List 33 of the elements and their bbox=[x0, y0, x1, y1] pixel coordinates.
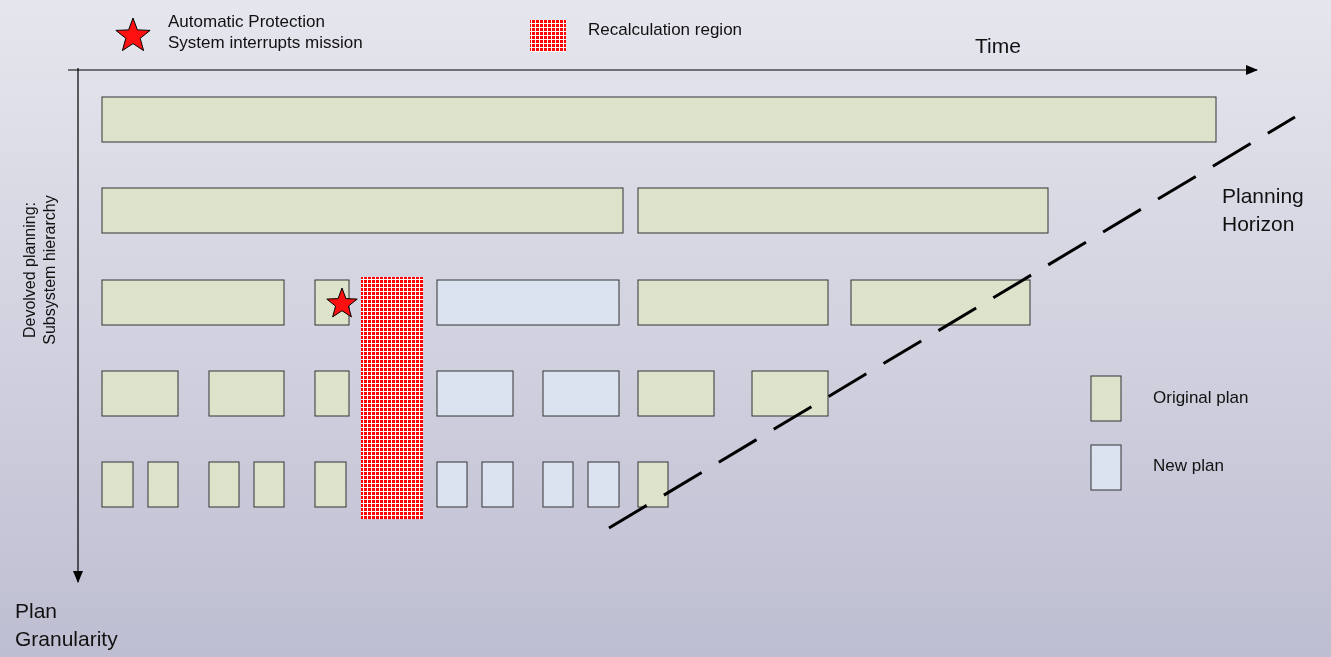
legend-text: Automatic Protection System interrupts mission bbox=[168, 11, 364, 53]
plan-bar bbox=[436, 461, 468, 508]
plan-bar bbox=[101, 96, 1217, 143]
plan-bar bbox=[208, 370, 285, 417]
plan-bar bbox=[436, 370, 514, 417]
plan-bar bbox=[314, 370, 350, 417]
axis-label: Time bbox=[975, 35, 1021, 56]
plan-bar bbox=[637, 461, 669, 508]
plan-bar bbox=[253, 461, 285, 508]
legend-text: Recalculation region bbox=[588, 19, 743, 40]
plan-bar bbox=[542, 370, 620, 417]
plan-bar bbox=[101, 370, 179, 417]
plan-bar bbox=[101, 461, 134, 508]
axis-label: Planning Horizon bbox=[1222, 183, 1305, 237]
plan-bar bbox=[314, 461, 347, 508]
recalculation-region bbox=[361, 277, 423, 519]
plan-bar bbox=[101, 279, 285, 326]
plan-bar bbox=[208, 461, 240, 508]
plan-bar bbox=[637, 187, 1049, 234]
legend-text: Original plan bbox=[1153, 387, 1249, 408]
axis-label: Devolved planning: Subsystem hierarchy bbox=[20, 194, 59, 347]
plan-bar bbox=[751, 370, 829, 417]
plan-bar bbox=[436, 279, 620, 326]
plan-bar bbox=[481, 461, 514, 508]
plan-bar bbox=[587, 461, 620, 508]
legend-text: New plan bbox=[1153, 455, 1224, 476]
plan-bar bbox=[637, 370, 715, 417]
plan-bar bbox=[850, 279, 1031, 326]
plan-bar bbox=[542, 461, 574, 508]
plan-bar bbox=[147, 461, 179, 508]
plan-bar bbox=[101, 187, 624, 234]
axis-label: Plan Granularity bbox=[15, 598, 119, 652]
plan-bar bbox=[637, 279, 829, 326]
